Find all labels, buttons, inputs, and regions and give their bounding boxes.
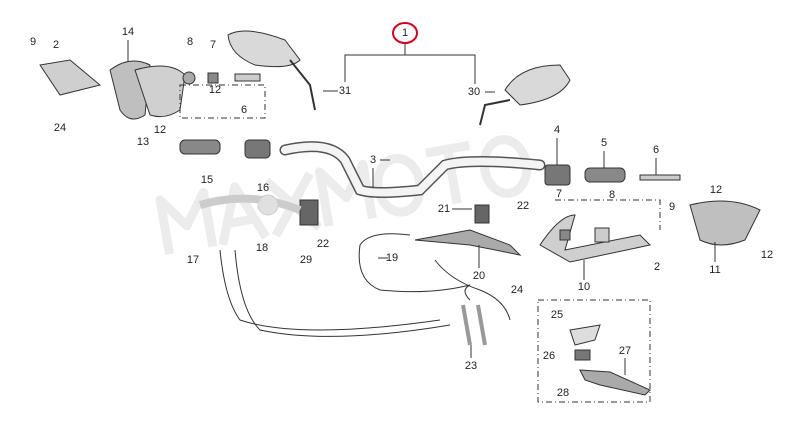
callout-7: 7 bbox=[555, 188, 563, 200]
callout-8: 8 bbox=[186, 36, 194, 48]
callout-18: 18 bbox=[255, 242, 269, 254]
callout-3: 3 bbox=[369, 154, 377, 166]
callout-16: 16 bbox=[256, 182, 270, 194]
cable-19 bbox=[358, 233, 471, 301]
right-grip-part bbox=[584, 167, 626, 183]
callout-24: 24 bbox=[53, 122, 67, 134]
left-grip-part bbox=[179, 139, 221, 155]
callout-19: 19 bbox=[385, 252, 399, 264]
callout-23: 23 bbox=[464, 360, 478, 372]
callout-30: 30 bbox=[467, 86, 481, 98]
callout-21: 21 bbox=[437, 203, 451, 215]
callout-12: 12 bbox=[760, 249, 774, 261]
callout-20: 20 bbox=[472, 270, 486, 282]
callout-5: 5 bbox=[600, 137, 608, 149]
callout-12: 12 bbox=[208, 84, 222, 96]
callout-14: 14 bbox=[121, 26, 135, 38]
callout-11: 11 bbox=[709, 264, 721, 276]
callout-27: 27 bbox=[618, 345, 632, 357]
callout-7: 7 bbox=[209, 39, 217, 51]
left-mirror-part bbox=[227, 30, 301, 68]
callout-12: 12 bbox=[709, 184, 723, 196]
lever-box bbox=[537, 299, 651, 403]
highlight-circle bbox=[392, 22, 418, 44]
right-mirror-part bbox=[504, 64, 571, 106]
callout-2: 2 bbox=[653, 261, 661, 273]
brake-lever-part bbox=[414, 229, 522, 256]
callout-22: 22 bbox=[316, 238, 330, 250]
right-switch-part bbox=[544, 164, 571, 186]
callout-13: 13 bbox=[136, 136, 150, 148]
clamp-part bbox=[299, 199, 319, 226]
callout-12: 12 bbox=[153, 124, 167, 136]
left-guard-bracket bbox=[39, 59, 102, 96]
callout-4: 4 bbox=[553, 124, 561, 136]
callout-9: 9 bbox=[668, 201, 676, 213]
callout-31: 31 bbox=[338, 85, 352, 97]
cable-17 bbox=[219, 249, 441, 331]
callout-29: 29 bbox=[299, 254, 313, 266]
callout-6: 6 bbox=[240, 104, 248, 116]
callout-1: 1 bbox=[401, 27, 409, 39]
callout-10: 10 bbox=[577, 281, 591, 293]
callout-25: 25 bbox=[550, 309, 564, 321]
callout-6: 6 bbox=[652, 144, 660, 156]
bar-end-part bbox=[182, 71, 196, 85]
callout-8: 8 bbox=[608, 189, 616, 201]
clutch-lever-part bbox=[579, 369, 651, 396]
callout-15: 15 bbox=[200, 174, 214, 186]
assembly-bracket bbox=[344, 54, 476, 62]
right-handguard-part bbox=[689, 200, 761, 246]
left-switch-part bbox=[244, 139, 271, 159]
callout-2: 2 bbox=[52, 39, 60, 51]
callout-9: 9 bbox=[29, 36, 37, 48]
right-guard-bracket bbox=[539, 214, 652, 263]
callout-26: 26 bbox=[542, 350, 556, 362]
callout-17: 17 bbox=[186, 254, 200, 266]
callout-28: 28 bbox=[556, 387, 570, 399]
callout-24: 24 bbox=[510, 284, 524, 296]
callout-22: 22 bbox=[516, 200, 530, 212]
